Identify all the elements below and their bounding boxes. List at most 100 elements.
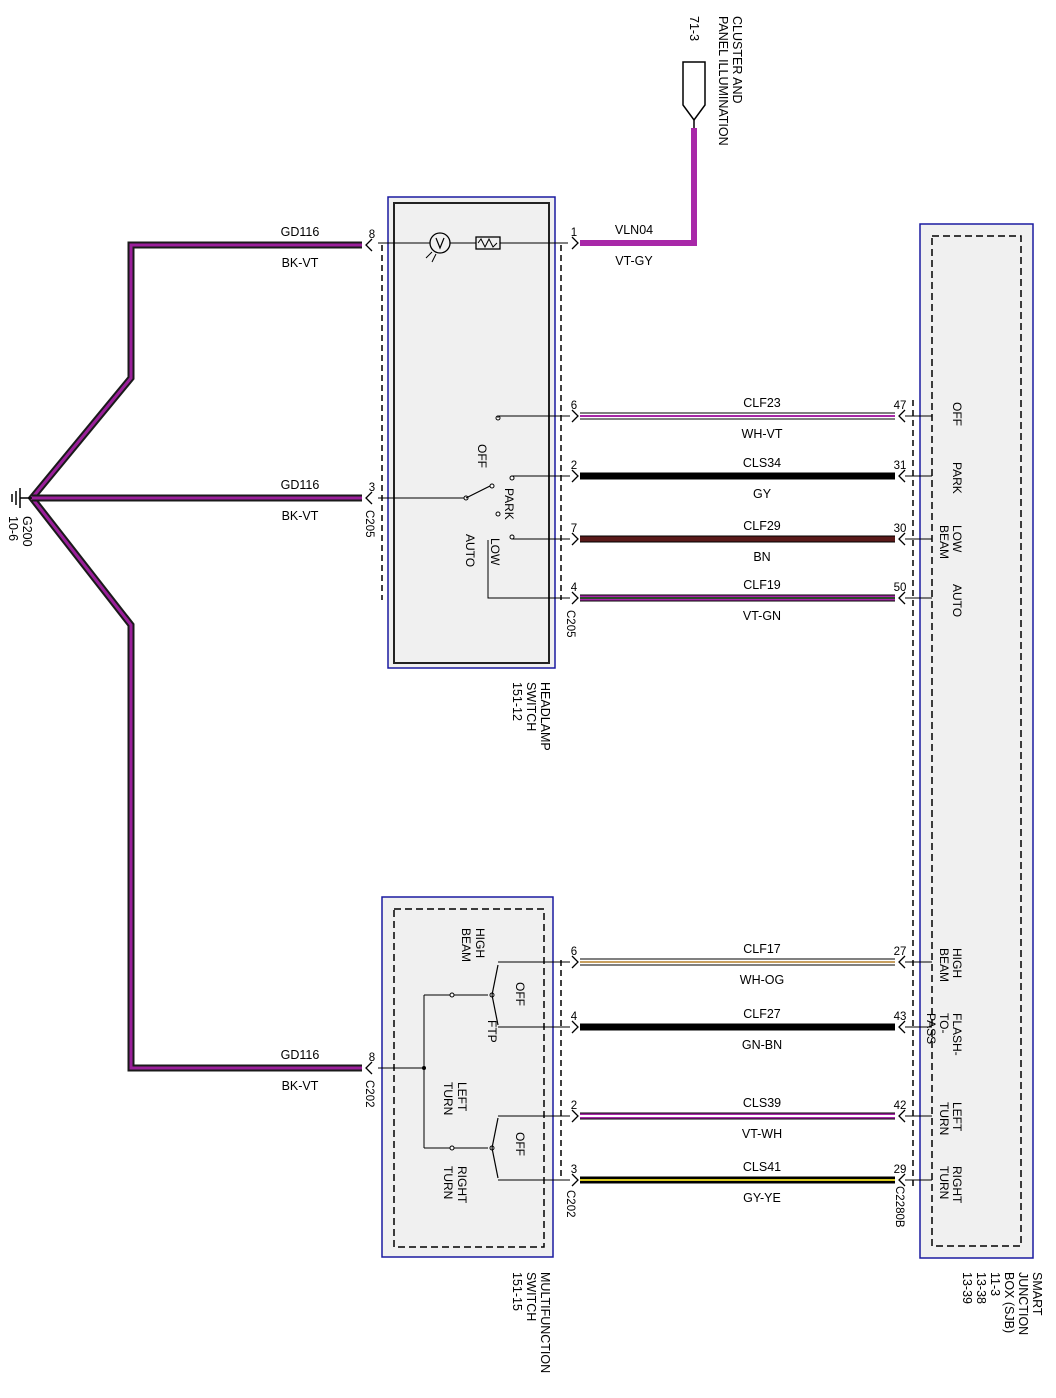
cluster-title-1: CLUSTER AND — [730, 16, 744, 104]
mfs-title-2: SWITCH — [524, 1272, 538, 1321]
headlamp-pos-auto: AUTO — [463, 534, 477, 567]
connector-terminal-icon — [365, 491, 373, 505]
wire-circuit-label: CLS34 — [743, 456, 781, 470]
wire-to-pin: 42 — [894, 1100, 907, 1112]
headlamp-pos-park: PARK — [502, 488, 516, 520]
wire-to-pin: 30 — [894, 523, 907, 535]
connector-terminal-icon — [898, 469, 906, 483]
wire-circuit-label: CLF29 — [743, 519, 781, 533]
connector-terminal-icon — [898, 1020, 906, 1034]
wire-circuit-label: GD116 — [281, 225, 320, 239]
wire-to-pin: 47 — [894, 400, 907, 412]
wire-from-pin: 2 — [571, 1100, 577, 1112]
sjb-connector: C2280B — [893, 1186, 905, 1228]
wire-color-label: GY — [753, 487, 772, 501]
wire-color-label: GY-YE — [743, 1191, 781, 1205]
headlamp-title-2: SWITCH — [524, 682, 538, 731]
wire-circuit-label: CLF19 — [743, 578, 781, 592]
headlamp-switch — [378, 196, 570, 669]
smart-junction-box — [912, 223, 1034, 1259]
mfs-off-2: OFF — [513, 1132, 527, 1156]
cluster-connector-icon — [682, 61, 706, 128]
sjb-pin-function-label: FLASH- — [950, 1013, 964, 1056]
connector-terminal-icon — [365, 238, 373, 252]
sjb-pin-function-label: PASS — [924, 1013, 938, 1044]
wires-layer: VLN04VT-GY1GD116BK-VT8GD116BK-VT3GD116BK… — [281, 223, 964, 1205]
sjb-title-1: SMART — [1030, 1272, 1044, 1316]
connector-terminal-icon — [571, 1173, 579, 1187]
wire-to-pin: 8 — [369, 1052, 375, 1064]
sjb-title-4: 11-3 — [988, 1272, 1002, 1296]
wire-color-label: BK-VT — [282, 1079, 319, 1093]
connector-terminal-icon — [571, 1109, 579, 1123]
wire-color-label: WH-VT — [742, 427, 783, 441]
mfs-off-1: OFF — [513, 982, 527, 1006]
sjb-pin-function-label: AUTO — [950, 584, 964, 617]
sjb-pin-function-label: PARK — [950, 462, 964, 494]
headlamp-connector-left: C205 — [363, 510, 375, 538]
sjb-title-5: 13-38 — [974, 1272, 988, 1304]
wire-circuit-label: CLF27 — [743, 1007, 781, 1021]
wire-circuit-label: CLF17 — [743, 942, 781, 956]
mfs-title-1: MULTIFUNCTION — [538, 1272, 552, 1373]
wire-color-label: VT-GN — [743, 609, 781, 623]
sjb-title-2: JUNCTION — [1016, 1272, 1030, 1335]
cluster-wire — [580, 128, 697, 246]
wire-to-pin: 29 — [894, 1164, 907, 1176]
connector-terminal-icon — [898, 1109, 906, 1123]
headlamp-pos-off: OFF — [475, 444, 489, 468]
mfs-connector-right: C202 — [564, 1190, 576, 1218]
connector-terminal-icon — [898, 532, 906, 546]
wire-circuit-label: VLN04 — [615, 223, 653, 237]
sjb-pin-function-label: TURN — [937, 1166, 951, 1199]
connector-terminal-icon — [571, 409, 579, 423]
cluster-ref: 71-3 — [687, 16, 701, 41]
connector-terminal-icon — [571, 591, 579, 605]
sjb-pin-function-label: LOW — [950, 525, 964, 553]
wire-circuit-label: CLS39 — [743, 1096, 781, 1110]
multifunction-switch — [378, 896, 570, 1258]
connector-terminal-icon — [571, 955, 579, 969]
sjb-pin-function-label: BEAM — [937, 525, 951, 559]
mfs-connector-left: C202 — [363, 1080, 375, 1108]
sjb-pin-function-label: OFF — [950, 402, 964, 426]
mfs-left-turn-2: TURN — [441, 1082, 455, 1115]
wire-color-label: VT-WH — [742, 1127, 782, 1141]
cluster-title-2: PANEL ILLUMINATION — [716, 16, 730, 146]
sjb-pin-function-label: TO- — [937, 1013, 951, 1033]
connector-terminal-icon — [571, 1020, 579, 1034]
connector-terminal-icon — [898, 591, 906, 605]
ground-harness — [27, 241, 362, 1072]
wire-to-pin: 50 — [894, 582, 907, 594]
wire-circuit-label: GD116 — [281, 478, 320, 492]
wire-from-pin: 3 — [571, 1164, 577, 1176]
wire-color-label: BN — [753, 550, 770, 564]
wire-circuit-label: GD116 — [281, 1048, 320, 1062]
mfs-right-turn-2: TURN — [441, 1166, 455, 1199]
connector-terminal-icon — [571, 236, 579, 250]
wire-from-pin: 6 — [571, 400, 577, 412]
connector-terminal-icon — [898, 1173, 906, 1187]
wire-color-label: BK-VT — [282, 509, 319, 523]
sjb-pin-function-label: LEFT — [950, 1102, 964, 1132]
headlamp-title-3: 151-12 — [510, 682, 524, 721]
connector-terminal-icon — [898, 409, 906, 423]
mfs-title-3: 151-15 — [510, 1272, 524, 1311]
wire-to-pin: 8 — [369, 229, 375, 241]
wire-from-pin: 4 — [571, 582, 578, 594]
wire-circuit-label: CLS41 — [743, 1160, 781, 1174]
connector-terminal-icon — [571, 469, 579, 483]
wire-from-pin: 6 — [571, 946, 577, 958]
sjb-title-3: BOX (SJB) — [1002, 1272, 1016, 1333]
mfs-right-turn-1: RIGHT — [455, 1166, 469, 1204]
